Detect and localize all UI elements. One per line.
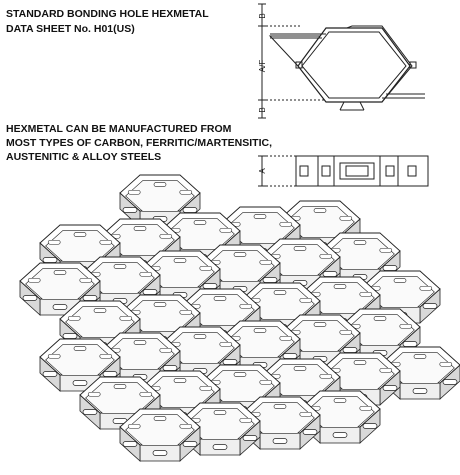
description-line-3: AUSTENITIC & ALLOY STEELS xyxy=(6,151,162,163)
strip-side-view xyxy=(258,155,429,187)
hexmetal-mesh xyxy=(19,174,460,462)
dim-af: A/F xyxy=(258,60,267,73)
dim-a: A xyxy=(258,168,267,174)
hex-cell xyxy=(79,376,161,430)
dim-b-bottom: B xyxy=(258,107,267,112)
title-line-1: STANDARD BONDING HOLE HEXMETAL xyxy=(6,8,209,20)
dim-b-top: B xyxy=(258,13,267,18)
hex-cell xyxy=(119,408,201,462)
description-line-1: HEXMETAL CAN BE MANUFACTURED FROM xyxy=(6,123,232,135)
title-line-2: DATA SHEET No. H01(US) xyxy=(6,23,135,35)
description-line-2: MOST TYPES OF CARBON, FERRITIC/MARTENSIT… xyxy=(6,137,273,149)
